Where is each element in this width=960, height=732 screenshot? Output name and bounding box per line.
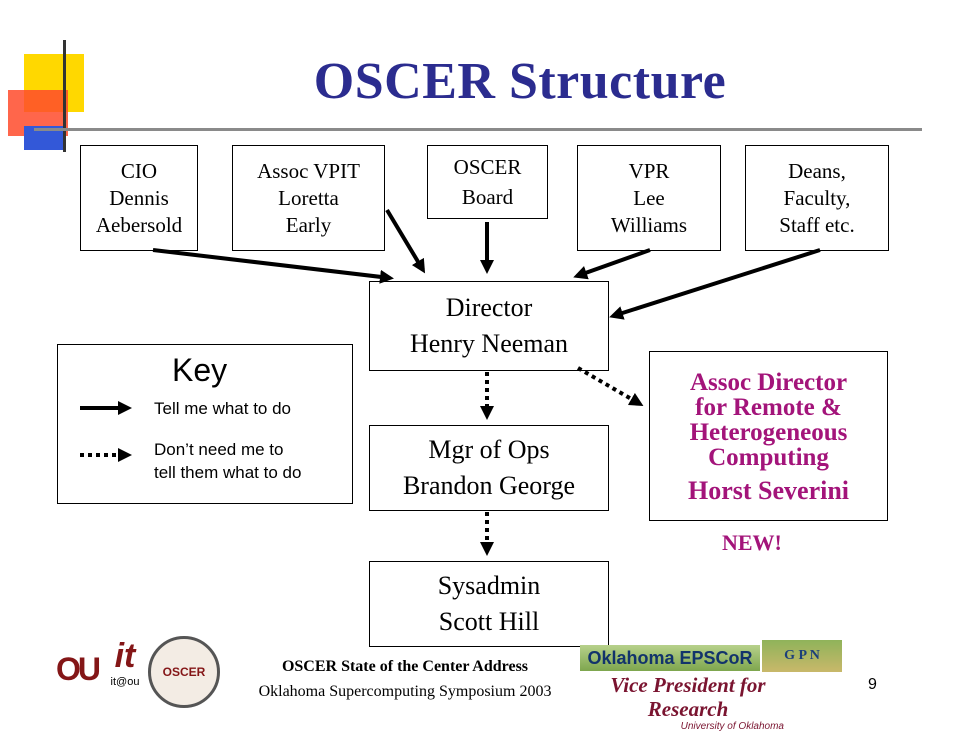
box-cio-line-3: Aebersold xyxy=(95,212,183,237)
arrow-vpit-to-director xyxy=(385,208,426,274)
footer-line-1: OSCER State of the Center Address xyxy=(281,658,529,675)
it-logo-subtext: it@ou xyxy=(110,676,140,688)
box-deans: Deans, Faculty, Staff etc. xyxy=(745,145,889,251)
new-badge: NEW! xyxy=(722,530,782,555)
box-assoc-vpit-line-2: Loretta xyxy=(278,185,339,210)
assoc-role-line-2: for Remote & xyxy=(695,393,842,421)
box-assoc-vpit-line-1: Assoc VPIT xyxy=(257,158,360,183)
box-sysadmin: Sysadmin Scott Hill xyxy=(369,561,609,647)
box-oscer-board-line-1: OSCER xyxy=(453,155,522,179)
page-title: OSCER Structure xyxy=(313,53,727,110)
assoc-role-line-1: Assoc Director xyxy=(689,368,848,396)
decor-horizontal-line xyxy=(34,128,922,131)
key-dotted-label-line-1: Don’t need me to xyxy=(154,440,284,459)
arrow-deans-to-director xyxy=(609,248,821,320)
ou-logo: OU xyxy=(56,640,104,698)
box-vpr-line-2: Lee xyxy=(633,185,665,210)
vpr-logo-text: Vice President for Research xyxy=(610,673,766,721)
box-deans-line-3: Staff etc. xyxy=(779,212,855,237)
box-vpr: VPR Lee Williams xyxy=(577,145,721,251)
decor-vertical-line xyxy=(63,40,66,152)
oscer-seal-logo: OSCER xyxy=(148,636,220,708)
box-oscer-board: OSCER Board xyxy=(427,145,548,219)
sysadmin-name: Scott Hill xyxy=(438,607,540,636)
page-number: 9 xyxy=(868,676,877,693)
box-deans-line-1: Deans, xyxy=(788,158,846,183)
box-assoc-vpit-line-3: Early xyxy=(285,212,332,237)
assoc-name: Horst Severini xyxy=(687,475,850,505)
ou-logo-text: OU xyxy=(56,651,101,687)
vpr-logo-subtext: University of Oklahoma xyxy=(680,721,784,732)
key-title: Key xyxy=(172,352,228,388)
it-logo: it it@ou xyxy=(104,636,146,700)
sysadmin-role: Sysadmin xyxy=(437,571,541,600)
box-vpr-line-3: Williams xyxy=(610,212,688,237)
box-assoc-director: Assoc Director for Remote & Heterogeneou… xyxy=(649,351,888,521)
arrow-vpr-to-director xyxy=(573,248,651,280)
box-assoc-vpit: Assoc VPIT Loretta Early xyxy=(232,145,385,251)
box-cio-line-2: Dennis xyxy=(109,185,169,210)
director-role: Director xyxy=(445,293,533,322)
gpn-logo: G P N xyxy=(762,640,842,672)
oscer-seal-text: OSCER xyxy=(162,665,206,679)
assoc-role-line-3: Heterogeneous xyxy=(689,418,848,446)
box-cio-line-1: CIO xyxy=(120,158,158,183)
gpn-logo-text: G P N xyxy=(784,648,820,663)
ops-name: Brandon George xyxy=(402,471,576,500)
box-deans-line-2: Faculty, xyxy=(783,185,851,210)
box-mgr-of-ops: Mgr of Ops Brandon George xyxy=(369,425,609,511)
footer-line-2: Oklahoma Supercomputing Symposium 2003 xyxy=(258,683,552,700)
box-oscer-board-line-2: Board xyxy=(461,185,514,209)
epscor-logo: Oklahoma EPSCoR xyxy=(580,645,760,671)
arrow-cio-to-director xyxy=(152,248,394,284)
key-box xyxy=(57,344,353,504)
box-cio: CIO Dennis Aebersold xyxy=(80,145,198,251)
key-solid-label: Tell me what to do xyxy=(154,399,292,418)
arrow-director-to-assoc xyxy=(576,366,644,407)
box-vpr-line-1: VPR xyxy=(628,158,670,183)
ops-role: Mgr of Ops xyxy=(428,435,550,464)
director-name: Henry Neeman xyxy=(409,329,569,358)
vpr-logo: Vice President for Research University o… xyxy=(580,673,796,732)
assoc-role-line-4: Computing xyxy=(708,443,829,471)
key-dotted-label-line-2: tell them what to do xyxy=(154,463,302,482)
box-director: Director Henry Neeman xyxy=(369,281,609,371)
it-logo-text: it xyxy=(114,637,136,675)
